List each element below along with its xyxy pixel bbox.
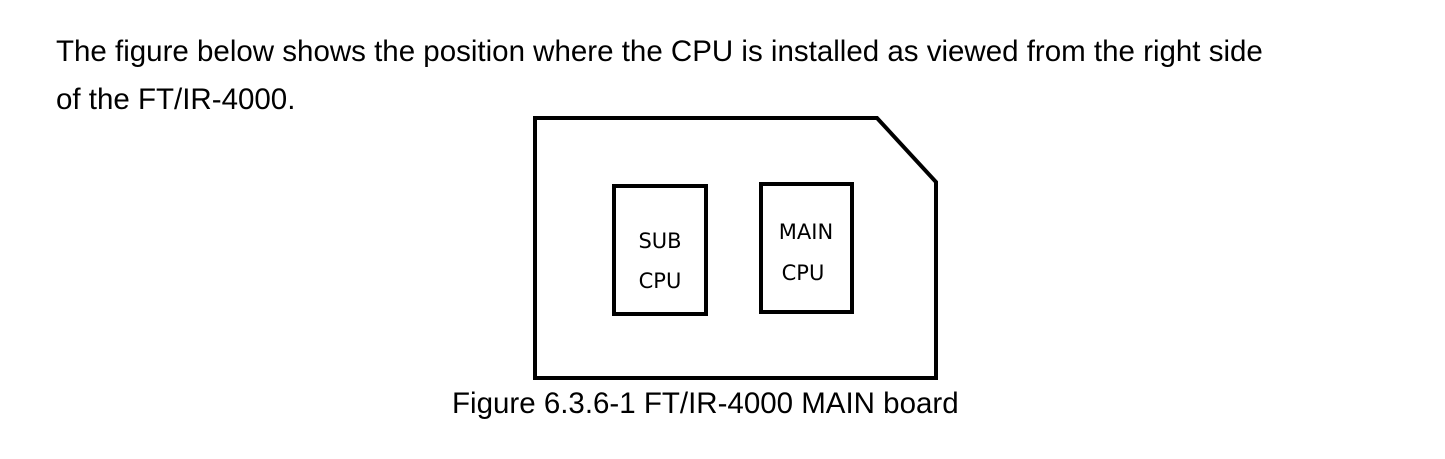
paragraph-line-1: The figure below shows the position wher… [56, 35, 1263, 68]
main-cpu-outline [759, 182, 854, 314]
body-paragraph: The figure below shows the position wher… [56, 28, 1436, 124]
sub-cpu-outline [612, 184, 708, 316]
main-cpu-label-line-1: MAIN [779, 220, 833, 244]
sub-cpu-label-line-2: CPU [639, 269, 682, 293]
main-cpu-chip: MAIN CPU [759, 182, 854, 314]
sub-cpu-label-line-1: SUB [638, 229, 681, 253]
sub-cpu-chip: SUB CPU [612, 184, 708, 316]
main-board-outline [533, 116, 938, 380]
paragraph-line-2: of the FT/IR-4000. [56, 83, 296, 116]
figure-caption: Figure 6.3.6-1 FT/IR-4000 MAIN board [452, 387, 959, 420]
main-cpu-label-line-2: CPU [782, 261, 825, 285]
